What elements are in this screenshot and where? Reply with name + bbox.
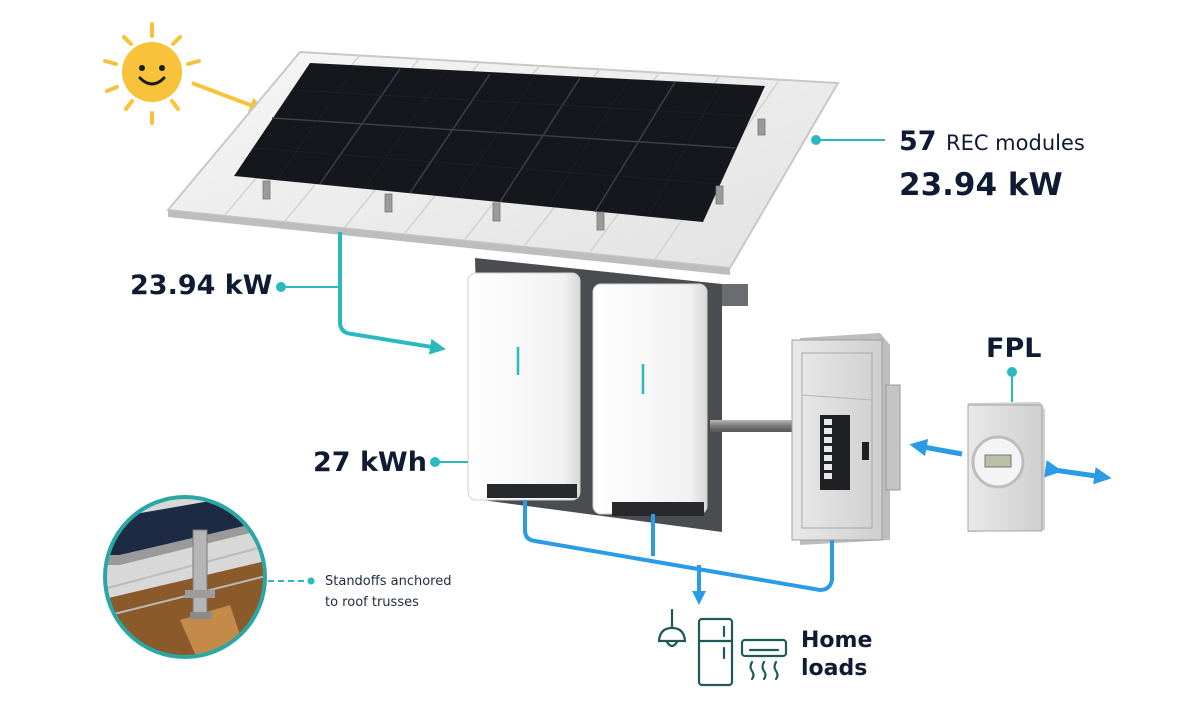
- module-type-text: REC modules: [945, 131, 1085, 155]
- electrical-panel: [791, 333, 901, 545]
- solar-array: [234, 63, 766, 231]
- pendant-light-icon: [657, 608, 687, 648]
- standoffs-caption: Standoffs anchored to roof trusses: [325, 571, 451, 613]
- array-power-label: 23.94 kW: [899, 167, 1063, 203]
- array-module-count: 57 REC modules: [899, 126, 1085, 157]
- standoffs-caption-line2: to roof trusses: [325, 595, 419, 610]
- air-conditioner-icon: [740, 638, 788, 681]
- home-loads-label: Home loads: [801, 627, 872, 683]
- pv-input-power-label: 23.94 kW: [130, 270, 273, 301]
- module-count-number: 57: [899, 126, 937, 157]
- utility-meter: [967, 367, 1045, 532]
- pv-feed-line: [276, 232, 446, 355]
- sun-icon: [103, 22, 266, 125]
- battery-unit-2: [592, 283, 708, 516]
- standoff-detail-inset: [103, 495, 315, 659]
- refrigerator-icon: [697, 617, 734, 687]
- utility-label: FPL: [986, 333, 1042, 364]
- home-loads-line1: Home: [801, 628, 873, 653]
- conduit-pipe: [710, 420, 794, 432]
- standoffs-caption-line1: Standoffs anchored: [325, 574, 452, 589]
- standoff-mounts: [262, 118, 766, 231]
- grid-bidirectional-arrow: [1044, 460, 1112, 485]
- meter-to-panel-arrow: [909, 438, 963, 457]
- load-wiring: [523, 500, 834, 605]
- home-loads-line2: loads: [801, 656, 868, 681]
- battery-unit-1: [467, 272, 581, 501]
- battery-capacity-label: 27 kWh: [313, 447, 427, 478]
